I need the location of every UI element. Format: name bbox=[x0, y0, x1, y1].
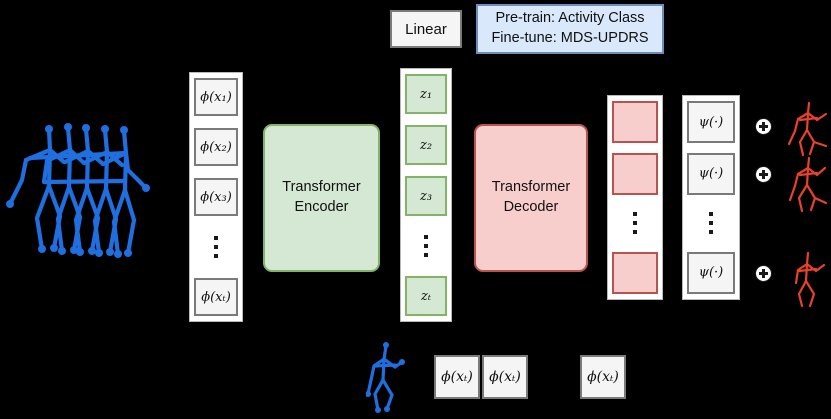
task-finetune-label: Fine-tune: MDS-UPDRS bbox=[491, 30, 649, 46]
decoder-output-1 bbox=[612, 101, 658, 143]
decoder-output-column bbox=[607, 95, 663, 300]
z-token-2: z₂ bbox=[405, 125, 447, 165]
bottom-phi-token-3: ϕ(xₜ) bbox=[580, 355, 626, 399]
linear-head-label: Linear bbox=[405, 20, 447, 38]
decoder-output-ellipsis bbox=[633, 204, 637, 242]
psi-projection-column: ψ(·) ψ(·) ψ(·) bbox=[682, 95, 740, 300]
decoder-label-line2: Decoder bbox=[503, 199, 559, 215]
bottom-skeleton bbox=[366, 342, 406, 414]
input-skeleton-sequence bbox=[4, 118, 174, 273]
encoder-label-line2: Encoder bbox=[294, 199, 349, 215]
decoder-label-line1: Transformer bbox=[491, 179, 571, 196]
phi-token-last: ϕ(xₜ) bbox=[194, 278, 238, 316]
z-token-ellipsis bbox=[424, 227, 428, 265]
encoder-label-line1: Transformer bbox=[282, 179, 361, 196]
plus-operator-2 bbox=[755, 166, 772, 183]
task-pretrain-label: Pre-train: Activity Class bbox=[495, 10, 645, 27]
phi-token-ellipsis bbox=[214, 228, 218, 266]
decoder-output-2 bbox=[612, 152, 658, 195]
phi-token-2: ϕ(x₂) bbox=[194, 128, 238, 166]
decoder-output-last bbox=[612, 251, 658, 294]
bottom-phi-token-2: ϕ(xₜ) bbox=[482, 355, 528, 399]
z-token-1: z₁ bbox=[405, 74, 447, 114]
psi-token-1: ψ(·) bbox=[687, 101, 735, 143]
z-latent-column: z₁ z₂ z₃ zₜ bbox=[400, 68, 452, 322]
plus-operator-3 bbox=[755, 265, 772, 282]
phi-token-3: ϕ(x₃) bbox=[194, 178, 238, 216]
output-skeleton-1 bbox=[786, 100, 831, 158]
transformer-encoder-block: Transformer Encoder bbox=[263, 124, 380, 272]
plus-operator-1 bbox=[755, 118, 772, 135]
output-skeleton-2 bbox=[786, 155, 831, 213]
psi-token-2: ψ(·) bbox=[687, 152, 735, 195]
task-objective-box: Pre-train: Activity Class Fine-tune: MDS… bbox=[476, 4, 664, 54]
psi-token-last: ψ(·) bbox=[687, 251, 735, 294]
output-skeleton-3 bbox=[786, 250, 831, 308]
psi-token-ellipsis bbox=[709, 204, 713, 242]
bottom-phi-token-1: ϕ(xₜ) bbox=[434, 355, 480, 399]
transformer-decoder-block: Transformer Decoder bbox=[474, 124, 588, 272]
z-token-last: zₜ bbox=[405, 276, 447, 316]
phi-token-1: ϕ(x₁) bbox=[194, 78, 238, 116]
z-token-3: z₃ bbox=[405, 176, 447, 216]
phi-token-column: ϕ(x₁) ϕ(x₂) ϕ(x₃) ϕ(xₜ) bbox=[189, 72, 243, 322]
linear-head-button[interactable]: Linear bbox=[390, 10, 462, 48]
